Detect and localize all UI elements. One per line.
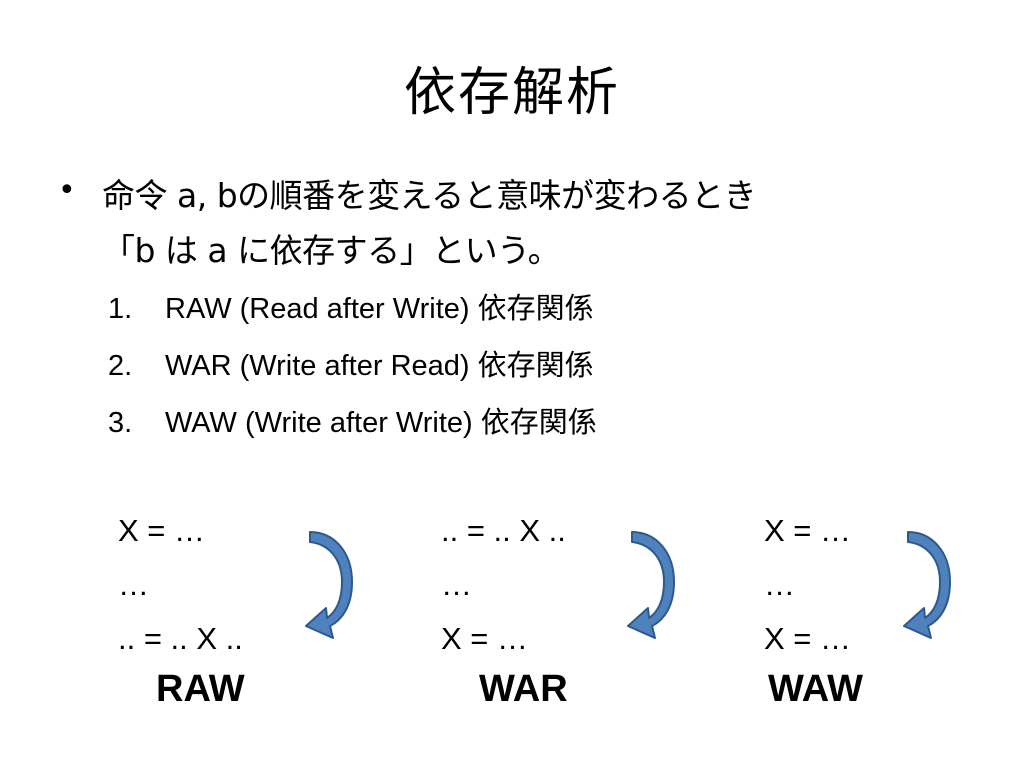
slide-title: 依存解析	[403, 63, 620, 123]
code-line: .. = .. X ..	[118, 621, 243, 656]
list-number: 2.	[108, 350, 133, 382]
bullet-line-2: 「b は a に依存する」という。	[102, 231, 561, 270]
code-line: …	[118, 567, 149, 602]
label-war: WAR	[479, 668, 568, 710]
code-line: …	[764, 567, 795, 602]
code-line: .. = .. X ..	[441, 513, 566, 548]
list-number: 3.	[108, 407, 133, 439]
bullet-dot: •	[58, 173, 76, 208]
list-text: WAR (Write after Read) 依存関係	[165, 350, 594, 382]
code-example-raw: X = … … .. = .. X ..	[118, 504, 243, 666]
bullet-line-1: 命令 a, bの順番を変えると意味が変わるとき	[102, 176, 757, 215]
code-example-war: .. = .. X .. … X = …	[441, 504, 566, 666]
label-raw: RAW	[156, 668, 245, 710]
curved-arrow-icon	[903, 531, 951, 639]
bullet-text: 命令 a, bの順番を変えると意味が変わるとき 「b は a に依存する」という…	[102, 168, 982, 278]
list-text: RAW (Read after Write) 依存関係	[165, 293, 594, 325]
code-line: X = …	[441, 621, 529, 656]
code-line: …	[441, 567, 472, 602]
code-line: X = …	[118, 513, 206, 548]
code-example-waw: X = … … X = …	[764, 504, 851, 666]
code-line: X = …	[764, 513, 852, 548]
numbered-list: 1. RAW (Read after Write) 依存関係 2. WAR (W…	[108, 286, 808, 457]
list-text: WAW (Write after Write) 依存関係	[165, 407, 597, 439]
curved-arrow-icon	[627, 531, 675, 639]
list-item-war: 2. WAR (Write after Read) 依存関係	[108, 343, 808, 400]
list-item-raw: 1. RAW (Read after Write) 依存関係	[108, 286, 808, 343]
curved-arrow-icon	[305, 531, 353, 639]
list-number: 1.	[108, 293, 133, 325]
label-waw: WAW	[768, 668, 863, 710]
list-item-waw: 3. WAW (Write after Write) 依存関係	[108, 400, 808, 457]
code-line: X = …	[764, 621, 852, 656]
